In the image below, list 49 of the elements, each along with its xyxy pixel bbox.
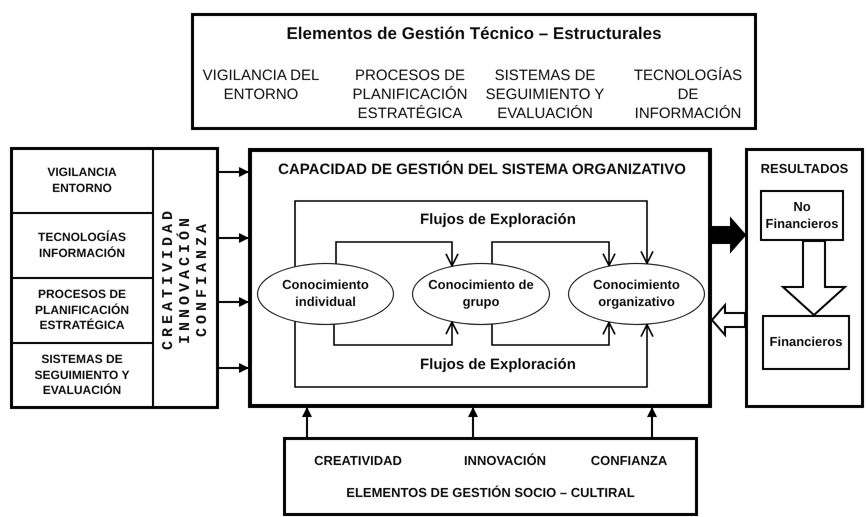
arrow xyxy=(294,200,654,266)
box-label: SISTEMAS DE SEGUIMIENTO Y EVALUACIÓN xyxy=(34,352,130,399)
arrow xyxy=(302,407,312,437)
arrow xyxy=(294,322,654,388)
process-box xyxy=(762,315,850,370)
ellipse-label: Conocimiento de grupo xyxy=(427,277,535,311)
process-box xyxy=(11,148,153,213)
value-label: CONFIANZA xyxy=(590,453,668,468)
box-label: No Financieros xyxy=(764,198,840,232)
arrow xyxy=(468,407,478,437)
process-box xyxy=(760,190,844,241)
arrow xyxy=(218,167,249,177)
box-heading: CAPACIDAD DE GESTIÓN DEL SISTEMA ORGANIZATIVO xyxy=(277,160,687,179)
box-label: VIGILANCIA ENTORNO xyxy=(46,164,118,196)
ellipse-label: Conocimiento organizativo xyxy=(592,277,681,311)
ellipse-label: Conocimiento individual xyxy=(281,277,370,311)
box-heading: RESULTADOS xyxy=(760,161,850,176)
elements-box xyxy=(283,437,698,516)
process-box xyxy=(11,213,153,278)
diagram-heading: Elementos de Gestión Técnico – Estructurales xyxy=(285,24,663,44)
arrow xyxy=(218,233,249,243)
arrow xyxy=(218,363,249,373)
value-label: INNOVACIÓN xyxy=(462,453,548,468)
elements-box xyxy=(191,13,757,130)
arrow xyxy=(333,321,459,346)
box-label: PROCESOS DE PLANIFICACIÓN ESTRATÉGICA xyxy=(34,287,130,334)
arrow xyxy=(335,241,459,267)
box-label: Financieros xyxy=(768,334,844,351)
value-label: CREATIVIDAD xyxy=(313,453,403,468)
block-arrow xyxy=(711,216,746,254)
process-box xyxy=(11,343,153,408)
vertical-label: CREATIVIDAD INNOVACIÓN CONFIANZA xyxy=(160,205,211,352)
box-label: TECNOLOGÍAS INFORMACIÓN xyxy=(36,230,127,262)
process-ellipse xyxy=(412,263,550,325)
box-heading: ELEMENTOS DE GESTIÓN SOCIO – CULTIRAL xyxy=(345,485,636,500)
process-ellipse xyxy=(257,263,394,325)
results-box xyxy=(745,148,864,408)
column-label: VIGILANCIA DEL ENTORNO xyxy=(202,66,320,104)
arrow xyxy=(647,407,657,437)
block-arrow xyxy=(710,302,746,338)
arrow xyxy=(218,297,249,307)
arrow xyxy=(491,322,616,346)
column-label: TECNOLOGÍAS DE INFORMACIÓN xyxy=(632,66,744,123)
arrow xyxy=(491,241,616,266)
column-label: PROCESOS DE PLANIFICACIÓN ESTRATÉGICA xyxy=(351,66,469,123)
block-arrow xyxy=(780,240,848,316)
column-label: SISTEMAS DE SEGUIMIENTO Y EVALUACIÓN xyxy=(484,66,606,123)
process-box xyxy=(11,278,153,343)
process-ellipse xyxy=(568,263,705,325)
